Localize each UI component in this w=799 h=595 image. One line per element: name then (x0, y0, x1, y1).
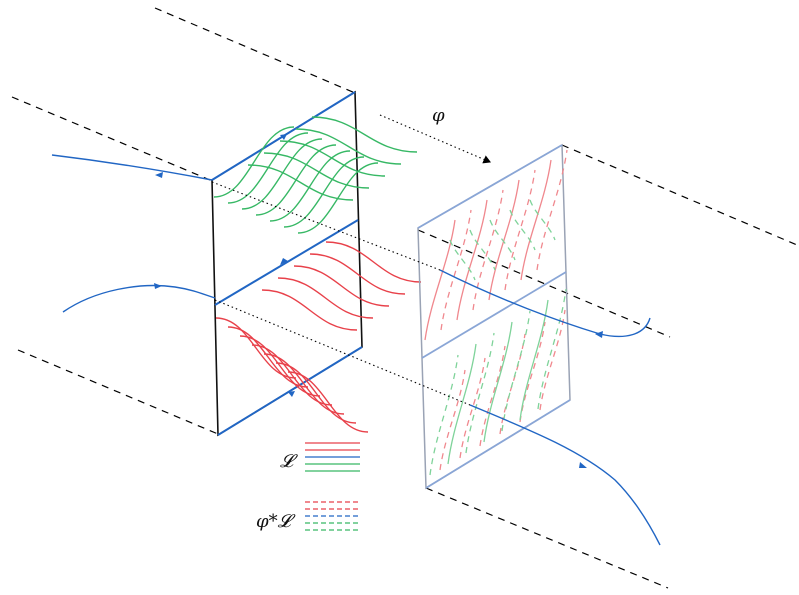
orbit-right-lower (469, 404, 661, 546)
connector-lower (214, 299, 471, 406)
left-green-leaf (311, 116, 418, 153)
right-red-leaf (520, 159, 552, 281)
left-green-leaf (279, 140, 386, 177)
left-green-leaf (283, 156, 365, 228)
right-green-leaf (447, 343, 477, 465)
left-panel-bottom-edge (217, 346, 363, 436)
edge-arrow-bottom (288, 391, 295, 397)
guide-line-2 (11, 96, 211, 181)
right-red-leaf (488, 179, 520, 301)
right-panel-middle-edge (421, 271, 567, 359)
right-red-leaf (536, 149, 568, 271)
legend-pushforward-label: φ*𝓛 (256, 511, 296, 532)
left-green-leaves (213, 116, 418, 234)
orbit-right-upper (439, 269, 651, 338)
right-panel-bottom-edge (425, 399, 571, 489)
legend-original-label: 𝓛 (280, 451, 298, 472)
left-red-leaf (287, 371, 369, 433)
right-green-leaf (465, 332, 495, 454)
right-green-leaf (429, 354, 459, 476)
orbit-lower-left-arrow (154, 283, 162, 289)
dashed-guide-lines (11, 7, 798, 589)
right-green-leaf (537, 288, 567, 410)
left-red-leaf (325, 241, 422, 283)
left-red-leaves (215, 241, 422, 433)
right-red-leaf (519, 321, 546, 423)
right-red-leaf (539, 309, 566, 411)
right-red-leaf (456, 199, 488, 321)
guide-line-3 (17, 349, 219, 435)
left-red-leaf (309, 253, 406, 295)
map-label: φ (432, 105, 445, 126)
left-green-leaf (247, 164, 354, 201)
dotted-connectors (211, 114, 492, 406)
left-red-leaf (239, 335, 321, 397)
left-red-leaf (227, 326, 309, 388)
left-green-leaf (269, 150, 351, 222)
left-red-leaf (293, 265, 390, 307)
right-red-leaf (459, 357, 486, 459)
orbits (51, 154, 661, 546)
left-red-leaf (275, 362, 357, 424)
left-green-leaf (241, 138, 323, 210)
guide-line-5 (417, 229, 671, 338)
left-red-leaf (215, 317, 297, 379)
right-red-leaf (504, 169, 536, 291)
right-red-leaves (424, 149, 568, 471)
right-green-leaf (489, 219, 516, 261)
right-green-leaf (469, 229, 496, 271)
connector-upper (211, 181, 441, 271)
guide-line-4 (561, 144, 798, 246)
right-green-leaf (449, 239, 476, 281)
guide-line-6 (425, 487, 669, 589)
right-red-leaf (479, 345, 506, 447)
right-green-leaf (519, 299, 549, 421)
left-red-leaf (261, 289, 358, 331)
legend: 𝓛 φ*𝓛 (256, 442, 360, 532)
left-green-leaf (263, 152, 370, 189)
left-green-leaf (295, 128, 402, 165)
right-red-leaf (472, 189, 504, 311)
left-red-leaf (263, 353, 345, 415)
right-panel-top-edge (417, 144, 563, 229)
right-green-leaves (429, 199, 567, 476)
left-green-leaf (213, 126, 295, 198)
right-red-leaf (424, 219, 456, 341)
left-panel-frame (211, 90, 363, 437)
map-arrow-line (379, 114, 492, 164)
right-green-leaf (509, 209, 536, 251)
right-green-leaf (529, 199, 556, 241)
orbit-lower-left (62, 284, 216, 313)
guide-line-1 (154, 7, 356, 94)
right-panel (417, 143, 571, 490)
right-red-leaf (440, 209, 472, 331)
left-panel-middle-edge (214, 219, 359, 306)
left-red-leaf (277, 277, 374, 319)
orbit-right-upper-arrow (595, 331, 603, 338)
edge-arrow-top (280, 134, 287, 140)
left-red-leaf (251, 344, 333, 406)
right-green-leaf (501, 310, 531, 432)
right-green-leaf (483, 321, 513, 443)
left-panel (211, 90, 422, 437)
edge-arrow-middle (280, 258, 288, 265)
orbit-upper-left (51, 154, 213, 181)
right-red-leaf (439, 369, 466, 471)
orbit-upper-left-arrow (155, 172, 163, 178)
orbit-right-lower-arrow (579, 462, 587, 468)
